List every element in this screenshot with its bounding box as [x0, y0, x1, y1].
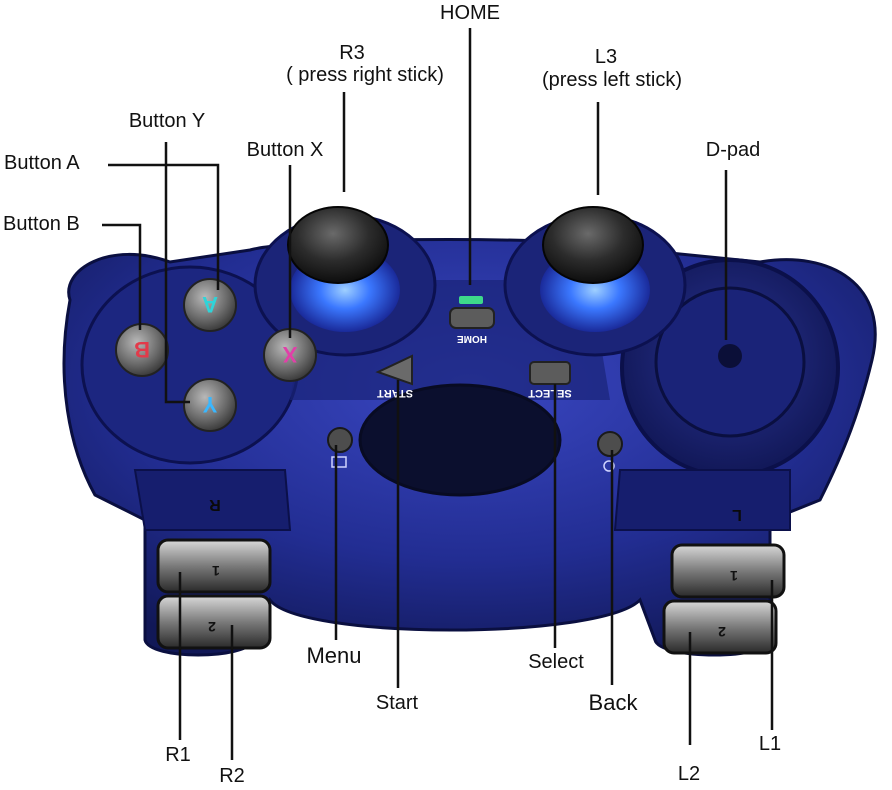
menu-button[interactable]: [327, 427, 353, 453]
label-button-a: Button A: [4, 152, 80, 174]
label-button-x: Button X: [246, 139, 324, 161]
face-button-b[interactable]: [115, 323, 169, 377]
left-stick-cap[interactable]: [542, 206, 644, 284]
face-button-y[interactable]: [183, 378, 237, 432]
marking-l1: 1: [730, 568, 738, 584]
marking-select: SELECT: [528, 387, 572, 399]
marking-start: START: [377, 387, 413, 399]
label-l2: L2: [677, 763, 701, 785]
marking-l2: 2: [718, 624, 726, 640]
back-button[interactable]: [597, 431, 623, 457]
marking-r2: 2: [208, 619, 216, 635]
home-led: [459, 296, 483, 304]
leader-button-a: [108, 163, 220, 290]
label-home: HOME: [440, 2, 500, 24]
label-select: Select: [528, 651, 584, 673]
label-l3-sub: (press left stick): [541, 69, 683, 91]
label-r1: R1: [165, 744, 191, 766]
leader-lines: [102, 28, 774, 760]
label-r2: R2: [219, 765, 245, 787]
marking-r: R: [209, 496, 221, 513]
r2-button[interactable]: [156, 594, 272, 650]
label-back: Back: [588, 690, 638, 715]
right-shoulder: [133, 469, 292, 531]
marking-x: X: [282, 342, 297, 367]
label-start: Start: [375, 692, 419, 714]
leader-button-b: [102, 223, 142, 330]
marking-y: Y: [202, 392, 217, 417]
label-dpad: D-pad: [705, 139, 761, 161]
label-button-y: Button Y: [128, 110, 206, 132]
l2-button[interactable]: [662, 599, 778, 655]
dpad-center[interactable]: [718, 344, 742, 368]
label-r3-title: R3: [339, 42, 365, 64]
label-l1: L1: [758, 733, 782, 755]
r1-button[interactable]: [156, 538, 272, 594]
marking-a: A: [202, 292, 218, 317]
label-button-b: Button B: [3, 213, 80, 235]
leader-button-y: [164, 142, 190, 404]
l1-button[interactable]: [670, 543, 786, 599]
label-menu: Menu: [306, 643, 362, 668]
left-shoulder: [613, 469, 791, 531]
label-r3-sub: ( press right stick): [286, 64, 444, 86]
center-pad: [358, 383, 562, 497]
marking-l: L: [732, 506, 742, 523]
device-markings: B A Y X START SELECT HOME R L 1 2 1 2: [134, 292, 742, 640]
menu-icon: [331, 456, 347, 468]
select-button[interactable]: [529, 361, 571, 385]
marking-r1: 1: [212, 563, 220, 579]
back-icon: [603, 460, 615, 472]
marking-b: B: [134, 337, 150, 362]
home-button[interactable]: [449, 307, 495, 329]
marking-home: HOME: [457, 333, 487, 344]
face-button-a[interactable]: [183, 278, 237, 332]
right-stick-cap[interactable]: [287, 206, 389, 284]
start-button[interactable]: [375, 354, 413, 386]
label-l3-title: L3: [594, 46, 618, 68]
